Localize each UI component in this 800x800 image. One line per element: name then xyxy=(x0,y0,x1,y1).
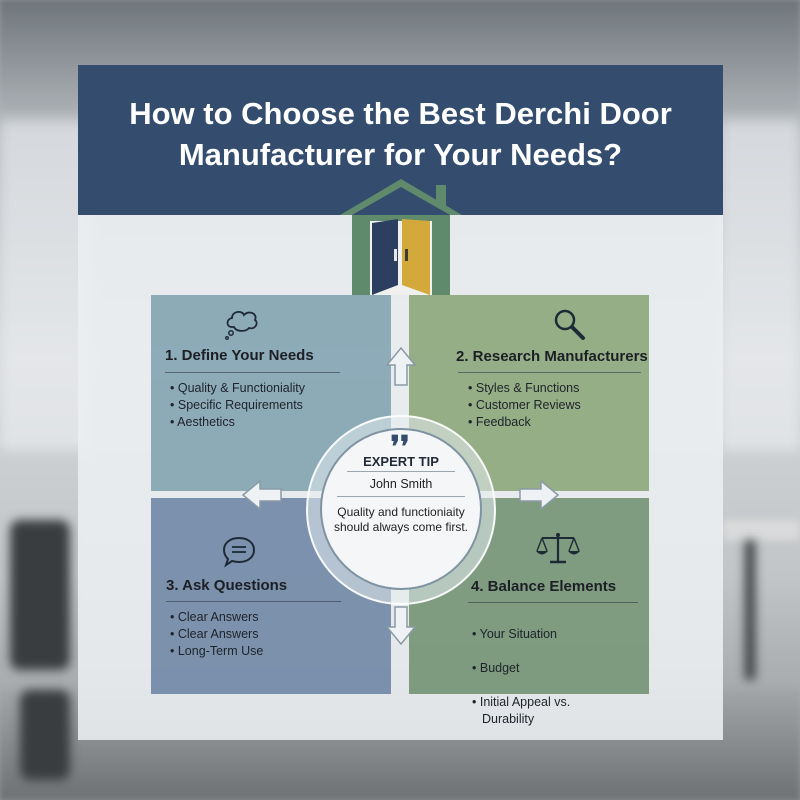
list-item: Styles & Functions xyxy=(468,380,581,397)
expert-tip-label: EXPERT TIP xyxy=(363,454,439,469)
background-desk xyxy=(723,520,800,540)
divider xyxy=(458,372,641,373)
quadrant-title: 1. Define Your Needs xyxy=(165,347,314,364)
expert-tip-text: Quality and functioniaity should always … xyxy=(333,505,469,534)
arrow-right-icon xyxy=(519,479,560,511)
list-item: Clear Answers xyxy=(170,609,263,626)
list-item: Long-Term Use xyxy=(170,643,263,660)
title-line-1: How to Choose the Best Derchi Door xyxy=(129,96,672,131)
background-window xyxy=(0,120,90,450)
divider xyxy=(337,496,465,497)
background-desk-leg xyxy=(745,540,755,680)
header-banner: How to Choose the Best Derchi Door Manuf… xyxy=(78,65,723,215)
list-item: Customer Reviews xyxy=(468,397,581,414)
quote-icon: ❜❜ xyxy=(390,430,410,465)
expert-name: John Smith xyxy=(369,477,433,491)
balance-scale-icon xyxy=(536,533,580,564)
arrow-left-icon xyxy=(241,479,282,511)
quadrant-list: Styles & Functions Customer Reviews Feed… xyxy=(468,380,581,431)
background-window xyxy=(720,120,800,450)
quadrant-list: Quality & Functioniality Specific Requir… xyxy=(170,380,305,431)
divider xyxy=(347,471,455,472)
page-title: How to Choose the Best Derchi Door Manuf… xyxy=(98,93,703,175)
quadrant-list: Your Situation Budget Initial Appeal vs.… xyxy=(472,609,632,745)
divider xyxy=(468,602,638,603)
list-item: Feedback xyxy=(468,414,581,431)
quadrant-title: 4. Balance Elements xyxy=(471,578,617,595)
quadrant-list: Clear Answers Clear Answers Long-Term Us… xyxy=(170,609,263,660)
thought-bubble-icon xyxy=(225,311,258,340)
expert-tip-circle xyxy=(320,428,482,590)
list-item: Quality & Functioniality xyxy=(170,380,305,397)
chat-bubble-icon xyxy=(222,536,256,568)
list-item: Aesthetics xyxy=(170,414,305,431)
house-door-icon xyxy=(340,179,462,295)
background-chair xyxy=(10,520,70,670)
divider xyxy=(165,372,340,373)
divider xyxy=(166,601,341,602)
title-line-2: Manufacturer for Your Needs? xyxy=(178,137,623,172)
background-chair xyxy=(20,690,70,780)
list-item: Specific Requirements xyxy=(170,397,305,414)
list-item: Clear Answers xyxy=(170,626,263,643)
quadrant-title: 2. Research Manufacturers xyxy=(456,348,648,365)
list-item: Your Situation xyxy=(472,626,632,643)
list-item: Initial Appeal vs. Durability xyxy=(472,694,632,728)
arrow-up-icon xyxy=(385,346,417,386)
quadrant-title: 3. Ask Questions xyxy=(166,577,288,594)
magnifier-icon xyxy=(554,309,585,340)
list-item: Budget xyxy=(472,660,632,677)
arrow-down-icon xyxy=(385,606,417,646)
